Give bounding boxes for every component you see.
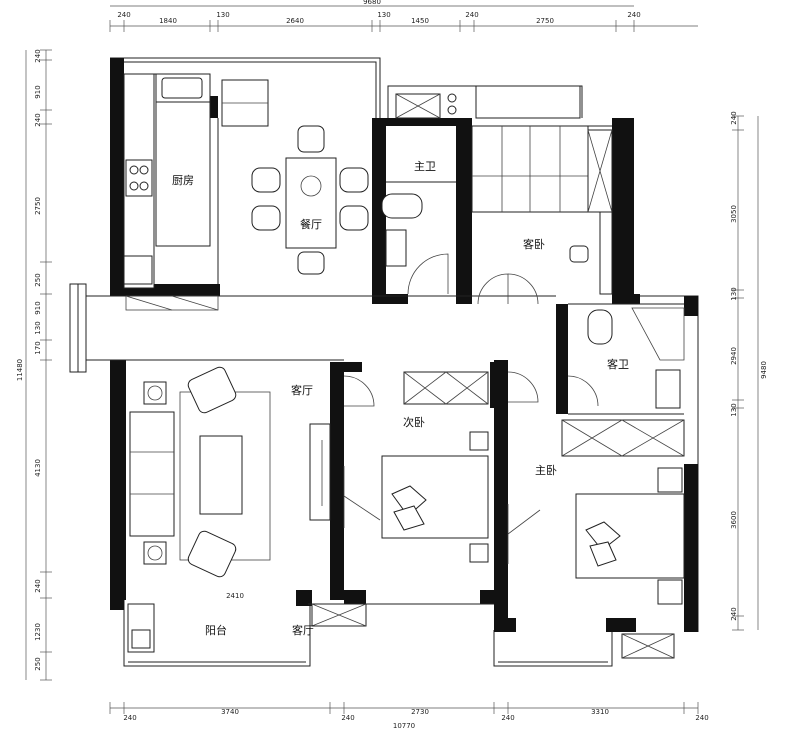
- bottom-dimension-line: [109, 702, 699, 714]
- room-label-master-bath: 主卫: [414, 160, 436, 173]
- bottom-dim: 240: [123, 714, 136, 722]
- left-dim: 130: [34, 321, 42, 334]
- left-dim: 170: [34, 341, 42, 354]
- outlines: [69, 57, 699, 667]
- right-dim: 3050: [730, 205, 738, 223]
- bottom-dim: 2730: [411, 708, 429, 716]
- bottom-dim: 3740: [221, 708, 239, 716]
- top-dim: 1840: [159, 17, 177, 25]
- room-label-guest-bath: 客卫: [607, 357, 629, 371]
- living-room-furniture: [129, 366, 331, 578]
- walls: [110, 58, 698, 632]
- guest-bedroom-furniture: [471, 85, 613, 305]
- bottom-dim: 240: [341, 714, 354, 722]
- top-dim: 2750: [536, 17, 554, 25]
- left-dim: 240: [34, 113, 42, 126]
- second-bedroom-furniture: [343, 371, 489, 563]
- top-dimension-line: [109, 5, 698, 32]
- right-dim: 2940: [730, 347, 738, 365]
- left-dim: 240: [34, 579, 42, 592]
- left-dim: 240: [34, 49, 42, 62]
- right-dimension-line: [732, 115, 759, 631]
- right-dim: 240: [730, 111, 738, 124]
- room-label-master-bedroom: 主卧: [535, 464, 557, 477]
- top-total-dim: 9680: [363, 0, 381, 6]
- top-dim: 240: [117, 11, 130, 19]
- left-dim: 250: [34, 273, 42, 286]
- room-label-guest-bedroom: 客卧: [523, 237, 545, 251]
- guest-bath-fixtures: [567, 307, 685, 409]
- left-dim: 910: [34, 85, 42, 98]
- room-label-dining: 餐厅: [300, 217, 322, 231]
- room-label-second-bedroom: 次卧: [403, 415, 425, 429]
- left-dim: 1230: [34, 623, 42, 641]
- bottom-dim: 240: [695, 714, 708, 722]
- right-total-dim: 9480: [760, 361, 768, 379]
- left-dim: 250: [34, 657, 42, 670]
- left-dim: 910: [34, 301, 42, 314]
- left-dim: 4130: [34, 459, 42, 477]
- top-dim: 240: [627, 11, 640, 19]
- kitchen-furniture: [123, 73, 269, 311]
- room-label-balcony: 阳台: [205, 623, 227, 637]
- top-dim: 2640: [286, 17, 304, 25]
- room-label-living: 客厅: [291, 383, 313, 397]
- left-dim: 2750: [34, 197, 42, 215]
- room-label-kitchen: 厨房: [172, 174, 194, 187]
- room-label-living-lower: 客厅: [292, 623, 314, 637]
- top-dim: 130: [377, 11, 390, 19]
- top-dim: 1450: [411, 17, 429, 25]
- master-bedroom-furniture: [507, 371, 685, 659]
- top-dim: 130: [216, 11, 229, 19]
- right-dim: 130: [730, 287, 738, 300]
- dining-table-set: [251, 125, 369, 275]
- left-total-dim: 11480: [16, 359, 24, 381]
- balcony-width-dim: 2410: [226, 592, 244, 600]
- balcony-fixtures: [127, 603, 367, 653]
- master-bath-fixtures: [381, 93, 457, 295]
- left-dimension-line: [25, 49, 52, 681]
- bottom-dim: 3310: [591, 708, 609, 716]
- right-dim: 240: [730, 607, 738, 620]
- bottom-dim: 240: [501, 714, 514, 722]
- right-dim: 130: [730, 403, 738, 416]
- bottom-total-dim: 10770: [393, 722, 415, 730]
- right-dim: 3600: [730, 511, 738, 529]
- top-dim: 240: [465, 11, 478, 19]
